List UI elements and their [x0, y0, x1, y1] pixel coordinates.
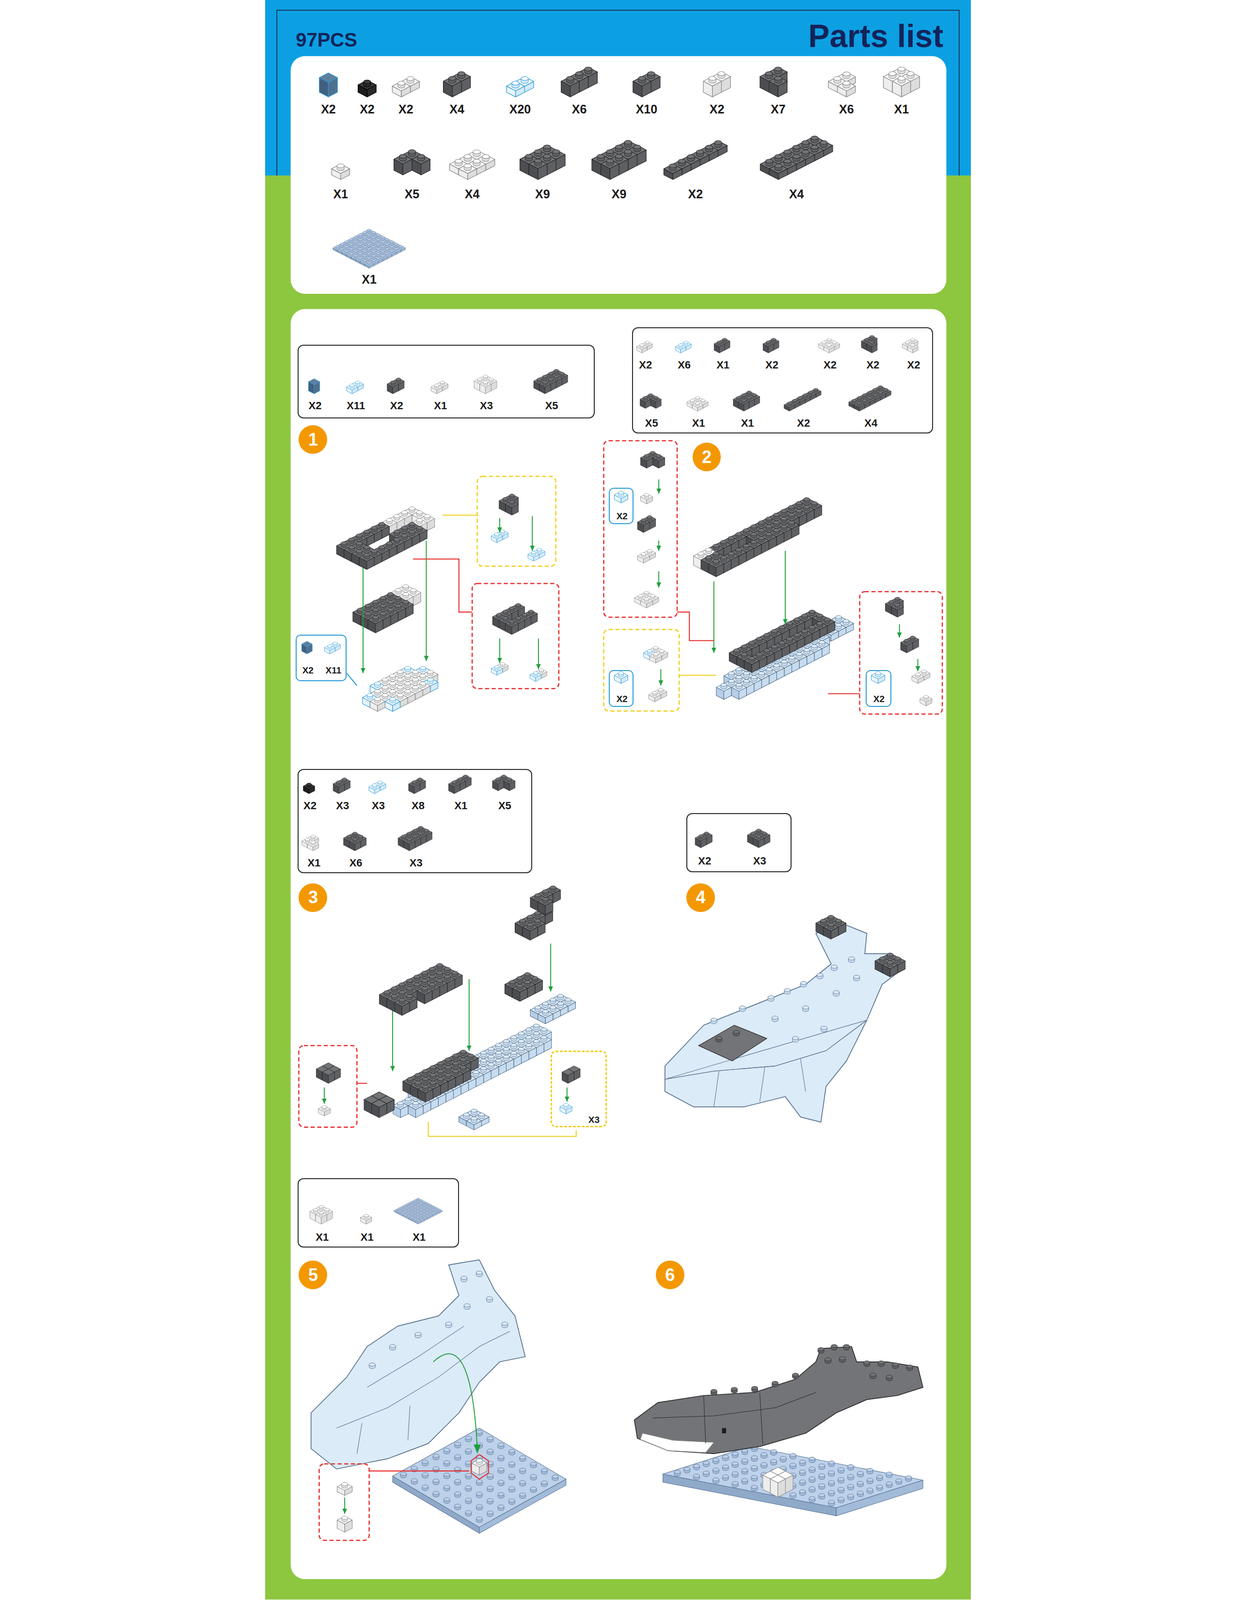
brick-stud — [419, 681, 427, 685]
brick-stud — [427, 677, 434, 682]
brick-stud — [381, 685, 389, 689]
brick-stud — [396, 677, 404, 682]
brick-stud — [396, 685, 404, 689]
brick-stud — [427, 669, 434, 674]
brick-stud — [374, 681, 381, 685]
brick-stud — [404, 689, 412, 693]
brick-stud — [404, 681, 412, 685]
brick-stud — [419, 665, 427, 670]
brick-stud — [412, 677, 419, 682]
brick-stud — [389, 689, 397, 693]
brick-stud — [389, 673, 397, 678]
brick-stud — [389, 681, 397, 685]
brick-stud — [381, 677, 389, 682]
brick-stud — [412, 685, 419, 689]
brick-stud — [419, 673, 427, 678]
brick-stud — [404, 665, 412, 670]
brick-stud — [396, 669, 404, 674]
brick-stud — [396, 693, 404, 697]
brick-stud — [404, 673, 412, 678]
brick-stud — [412, 669, 419, 674]
